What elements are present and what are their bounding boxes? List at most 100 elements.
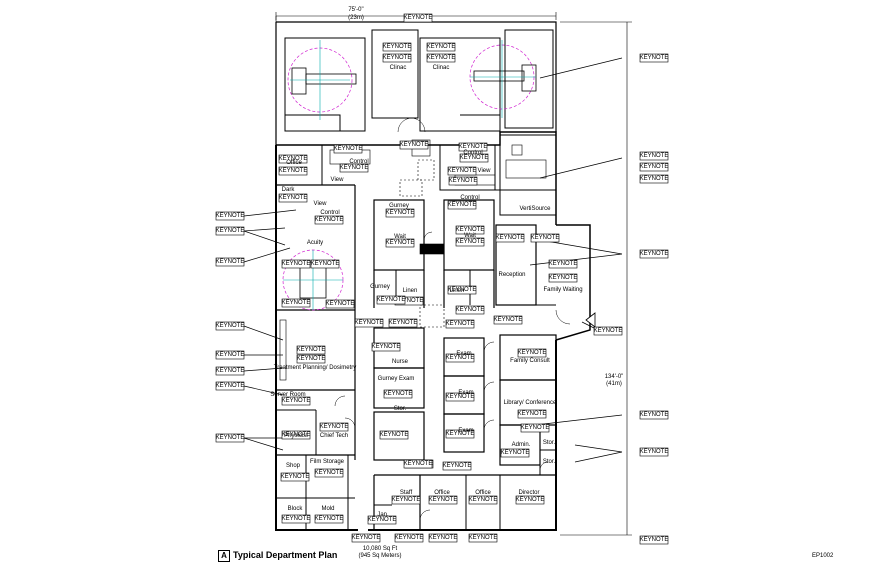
keynote-text: KEYNOTE	[279, 168, 308, 174]
keynote-text: KEYNOTE	[449, 178, 478, 184]
keynote-tag: KEYNOTE	[386, 238, 415, 248]
room-label-view-1: View	[331, 177, 345, 183]
keynote-tag: KEYNOTE	[496, 233, 525, 243]
room-label-gurney-2: Gurney	[370, 284, 390, 290]
keynote-tag: KEYNOTE	[448, 166, 476, 176]
keynote-tag: KEYNOTE	[456, 305, 484, 315]
door-swings	[334, 117, 571, 521]
room-label-physicist: Physicist	[284, 433, 308, 439]
keynote-text: KEYNOTE	[216, 435, 245, 441]
keynote-tag: KEYNOTE	[549, 259, 578, 269]
keynote-text: KEYNOTE	[446, 355, 475, 361]
keynote-text: KEYNOTE	[355, 320, 384, 326]
room-label-office-2: Office	[434, 490, 450, 496]
keynote-tag: KEYNOTE	[640, 162, 668, 172]
keynote-text: KEYNOTE	[518, 350, 547, 356]
room-label-gurney-1: Gurney	[389, 203, 409, 209]
top-dimension-metric: (23m)	[348, 15, 364, 21]
keynote-tag: KEYNOTE	[448, 200, 476, 210]
right-dimension: 134'-0"	[605, 374, 624, 380]
keynote-text: KEYNOTE	[496, 235, 525, 241]
keynote-tag: KEYNOTE	[282, 514, 310, 524]
room-label-family-consult: Family Consult	[510, 358, 550, 364]
keynote-text: KEYNOTE	[640, 449, 669, 455]
keynote-text: KEYNOTE	[216, 213, 245, 219]
keynote-tag: KEYNOTE	[521, 423, 549, 433]
keynote-text: KEYNOTE	[494, 317, 523, 323]
keynote-text: KEYNOTE	[384, 391, 413, 397]
keynote-text: KEYNOTE	[456, 227, 485, 233]
keynote-text: KEYNOTE	[282, 261, 311, 267]
dimension-lines	[275, 12, 632, 536]
keynote-tag: KEYNOTE	[281, 472, 309, 482]
keynote-text: KEYNOTE	[392, 497, 421, 503]
keynote-text: KEYNOTE	[640, 537, 669, 543]
keynote-tag: KEYNOTE	[449, 176, 478, 186]
keynote-tag: KEYNOTE	[355, 318, 384, 328]
keynote-tag: KEYNOTE	[320, 422, 348, 432]
room-label-staff: Staff	[400, 490, 413, 496]
room-label-exam-3: Exam	[458, 428, 473, 434]
keynote-tag: KEYNOTE	[429, 533, 457, 543]
keynote-tag: KEYNOTE	[494, 315, 523, 325]
keynote-text: KEYNOTE	[311, 261, 340, 267]
keynote-tag: KEYNOTE	[311, 259, 340, 269]
keynote-tag: KEYNOTE	[315, 215, 343, 225]
clinac-machine-2	[469, 40, 537, 118]
keynote-text: KEYNOTE	[460, 155, 489, 161]
keynote-text: KEYNOTE	[640, 55, 669, 61]
keynote-tag: KEYNOTE	[282, 396, 310, 406]
area-note: 10,080 Sq Ft (945 Sq Meters)	[345, 546, 415, 560]
keynote-text: KEYNOTE	[456, 239, 485, 245]
keynote-tag: KEYNOTE	[386, 208, 414, 218]
keynote-text: KEYNOTE	[383, 55, 412, 61]
drawing-number: EP1002	[812, 553, 834, 559]
keynote-text: KEYNOTE	[383, 44, 412, 50]
keynote-text: KEYNOTE	[501, 450, 530, 456]
room-label-view-2: View	[314, 201, 328, 207]
keynote-text: KEYNOTE	[352, 535, 381, 541]
keynote-text: KEYNOTE	[518, 411, 547, 417]
keynote-tag: KEYNOTE	[334, 144, 362, 154]
keynote-text: KEYNOTE	[395, 535, 424, 541]
keynote-text: KEYNOTE	[549, 261, 578, 267]
keynote-text: KEYNOTE	[315, 516, 344, 522]
room-label-block: Block	[288, 506, 304, 512]
keynote-tag: KEYNOTE	[279, 154, 308, 164]
keynote-tag: KEYNOTE	[216, 321, 244, 331]
room-label-chief-tech: Chief Tech	[320, 433, 348, 439]
keynote-text: KEYNOTE	[395, 298, 424, 304]
room-label-vertisource: VertiSource	[519, 206, 551, 212]
room-label-shop: Shop	[286, 463, 301, 469]
room-label-control-2: Control	[320, 210, 339, 216]
keynote-tag: KEYNOTE	[594, 326, 622, 336]
room-label-office-3: Office	[475, 490, 491, 496]
keynote-text: KEYNOTE	[380, 432, 409, 438]
keynote-text: KEYNOTE	[279, 156, 308, 162]
keynote-tag: KEYNOTE	[456, 225, 485, 235]
keynote-tag: KEYNOTE	[383, 42, 412, 52]
keynote-text: KEYNOTE	[446, 321, 475, 327]
keynote-text: KEYNOTE	[446, 431, 475, 437]
keynote-tag: KEYNOTE	[279, 166, 308, 176]
keynote-tag: KEYNOTE	[384, 389, 413, 399]
keynote-text: KEYNOTE	[404, 15, 433, 21]
right-dimension-metric: (41m)	[606, 381, 622, 387]
keynote-text: KEYNOTE	[640, 251, 669, 257]
keynote-text: KEYNOTE	[446, 394, 475, 400]
room-label-family-waiting: Family Waiting	[543, 287, 582, 293]
room-label-exam-2: Exam	[458, 390, 473, 396]
keynote-text: KEYNOTE	[448, 287, 477, 293]
keynote-text: KEYNOTE	[386, 240, 415, 246]
keynote-tag: KEYNOTE	[446, 392, 475, 402]
keynote-text: KEYNOTE	[443, 463, 472, 469]
title-letter: A	[218, 550, 230, 562]
room-label-clinac-1: Clinac	[390, 65, 407, 71]
keynote-text: KEYNOTE	[516, 497, 545, 503]
keynote-tag: KEYNOTE	[404, 459, 432, 469]
keynote-text: KEYNOTE	[297, 347, 326, 353]
keynote-tag: KEYNOTE	[404, 13, 433, 23]
room-label-stor-1: Stor.	[394, 406, 407, 412]
keynote-tag: KEYNOTE	[640, 249, 669, 259]
